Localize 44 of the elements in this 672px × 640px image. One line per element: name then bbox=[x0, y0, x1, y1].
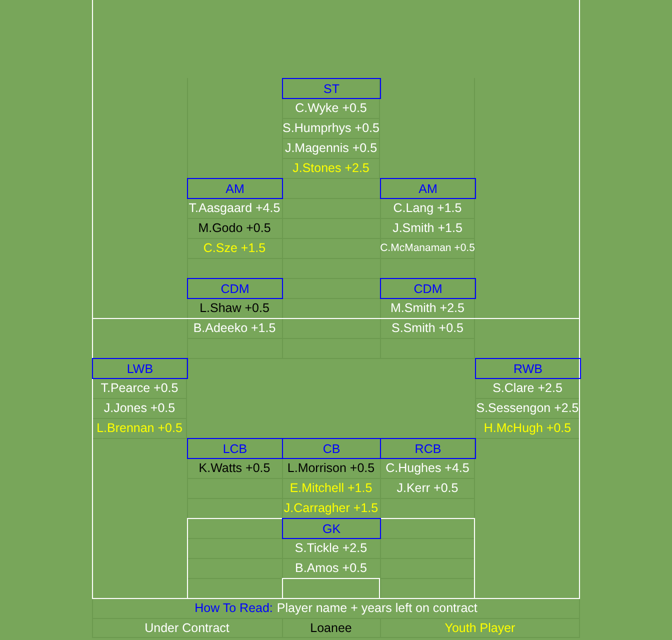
player-name: J.Kerr +0.5 bbox=[396, 480, 458, 496]
player-name: T.Pearce +0.5 bbox=[100, 380, 178, 396]
player-name: J.Stones +2.5 bbox=[292, 160, 370, 176]
player-name: C.Hughes +4.5 bbox=[386, 460, 470, 476]
player-name: S.Smith +0.5 bbox=[392, 320, 464, 336]
player-name: J.Smith +1.5 bbox=[392, 220, 462, 236]
player-name: L.Morrison +0.5 bbox=[287, 460, 375, 476]
instruction-text: Player name + years left on contract bbox=[276, 600, 478, 616]
position-box: CDM bbox=[380, 278, 476, 299]
position-box: LWB bbox=[92, 358, 188, 379]
player-name: S.Clare +2.5 bbox=[492, 380, 562, 396]
position-box: AM bbox=[187, 178, 283, 199]
player-name: S.Tickle +2.5 bbox=[294, 540, 368, 556]
player-name: L.Brennan +0.5 bbox=[96, 420, 182, 436]
player-name: C.Wyke +0.5 bbox=[295, 100, 367, 116]
player-name: J.Magennis +0.5 bbox=[284, 140, 378, 156]
position-box: RWB bbox=[475, 358, 581, 379]
player-name: M.Smith +2.5 bbox=[390, 300, 464, 316]
player-name: C.Sze +1.5 bbox=[203, 240, 266, 256]
position-box: RCB bbox=[380, 438, 476, 459]
player-name: S.Humprhys +0.5 bbox=[282, 120, 380, 136]
legend-label: Under Contract bbox=[144, 620, 230, 636]
player-name: C.McManaman +0.5 bbox=[380, 240, 475, 256]
player-name: J.Carragher +1.5 bbox=[284, 500, 378, 516]
position-box: ST bbox=[282, 78, 381, 99]
player-name: K.Watts +0.5 bbox=[198, 460, 270, 476]
position-box: CB bbox=[282, 438, 381, 459]
player-name: E.Mitchell +1.5 bbox=[290, 480, 372, 496]
position-box: AM bbox=[380, 178, 476, 199]
legend-label: Loanee bbox=[310, 620, 352, 636]
player-name: C.Lang +1.5 bbox=[393, 200, 462, 216]
position-box: LCB bbox=[187, 438, 283, 459]
legend-label: Youth Player bbox=[444, 620, 516, 636]
position-box: CDM bbox=[187, 278, 283, 299]
player-name: B.Amos +0.5 bbox=[295, 560, 367, 576]
player-name: H.McHugh +0.5 bbox=[484, 420, 572, 436]
instruction-heading: How To Read: bbox=[194, 600, 273, 616]
player-name: L.Shaw +0.5 bbox=[200, 300, 270, 316]
position-box: GK bbox=[282, 518, 381, 539]
player-name: S.Sessengon +2.5 bbox=[476, 400, 579, 416]
player-name: M.Godo +0.5 bbox=[198, 220, 271, 236]
player-name: B.Adeeko +1.5 bbox=[193, 320, 276, 336]
player-name: J.Jones +0.5 bbox=[104, 400, 176, 416]
player-name: T.Aasgaard +4.5 bbox=[188, 200, 280, 216]
